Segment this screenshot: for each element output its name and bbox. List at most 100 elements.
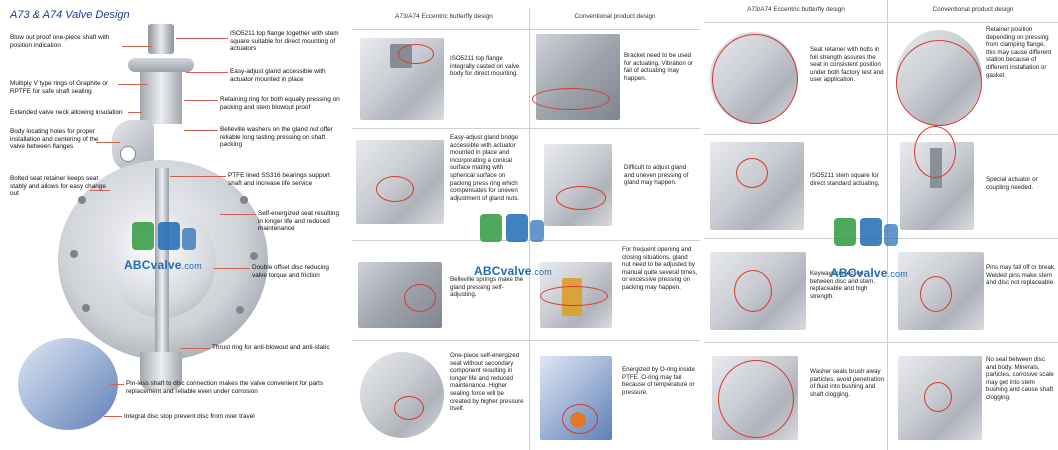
leader-line — [184, 130, 218, 131]
column-header-conventional: Conventional product design — [574, 13, 656, 20]
a73-text: ISO5211 stem square for direct standard … — [810, 172, 880, 187]
photo-gland-conventional — [544, 144, 612, 226]
highlight-circle — [376, 176, 414, 202]
highlight-circle — [734, 270, 772, 312]
watermark-brand: ABCvalve — [124, 258, 182, 272]
leader-line — [122, 46, 152, 47]
leader-line — [118, 84, 148, 85]
label-belleville: Belleville washers on the gland nut offe… — [220, 126, 333, 149]
highlight-circle — [896, 40, 982, 126]
highlight-circle — [736, 158, 768, 188]
bolt — [70, 250, 78, 258]
leader-line — [128, 112, 142, 113]
stem-top — [148, 24, 174, 54]
conv-text: No seal between disc and body. Minerals,… — [986, 356, 1054, 401]
label-shaft: Blow out proof one-piece shaft with posi… — [10, 34, 110, 49]
panel-title: A73 & A74 Valve Design — [10, 9, 130, 21]
divider — [704, 134, 1058, 135]
valve-neck — [140, 72, 182, 124]
label-disc-stop: Integral disc stop prevent disc from ove… — [124, 413, 255, 420]
conv-text: Bracket need to be used for actuating. V… — [624, 52, 694, 82]
abcvalve-logo-icon — [132, 222, 196, 250]
lower-neck — [140, 352, 182, 390]
column-header-a73: A73/A74 Eccentric butterfly design — [395, 13, 493, 20]
leader-line — [90, 190, 110, 191]
watermark-suffix: .com — [181, 261, 202, 271]
highlight-circle — [712, 34, 798, 124]
leader-line — [180, 348, 210, 349]
label-seat: Self-energized seat resulting in longer … — [258, 210, 339, 233]
column-header-conventional: Conventional product design — [932, 6, 1014, 13]
conv-text: Special actuator or coupling needed. — [986, 176, 1038, 191]
label-gland: Easy-adjust gland accessible with actuat… — [230, 68, 326, 83]
bolt — [78, 196, 86, 204]
seat-cutaway-inset — [18, 338, 118, 430]
conv-text: Retainer position depending on pressing … — [986, 26, 1052, 79]
bolt — [82, 304, 90, 312]
a73-text: Belleville springs make the gland pressi… — [450, 276, 524, 299]
abcvalve-logo-icon — [480, 214, 544, 242]
highlight-circle — [556, 186, 606, 210]
column-header-a73: A73/A74 Eccentric butterfly design — [747, 6, 845, 13]
highlight-circle — [394, 396, 424, 420]
leader-line — [220, 214, 256, 215]
label-v-rings: Multiply V type rings of Graphite or RPT… — [10, 80, 109, 95]
a73-text: Keyway connection between disc and stem,… — [810, 270, 876, 300]
label-pinless: Pin-less shaft to disc connection makes … — [126, 380, 324, 395]
highlight-circle — [718, 360, 794, 438]
highlight-circle — [398, 44, 434, 64]
label-bearings: PTFE lined SS316 bearings support shaft … — [228, 172, 330, 187]
divider — [704, 342, 1058, 343]
highlight-circle — [540, 286, 608, 306]
bolt — [236, 306, 244, 314]
locating-hole — [120, 146, 136, 162]
a73-text: Seat retainer with bolts in full strengt… — [810, 46, 884, 84]
conv-text: Pins may fall off or break. Welded pins … — [986, 264, 1056, 287]
divider — [352, 340, 700, 341]
top-flange — [128, 58, 194, 72]
a73-text: One-piece self-energized seat without se… — [450, 352, 524, 413]
abcvalve-watermark: ABCvalve.com — [824, 214, 908, 280]
label-neck: Extended valve neck allowing insulation — [10, 109, 123, 116]
abcvalve-watermark: ABCvalve.com — [122, 218, 206, 272]
leader-line — [184, 100, 218, 101]
a73-text: Washer seals brush away particles, avoid… — [810, 368, 884, 398]
divider — [704, 22, 1058, 23]
label-retaining-ring: Retaining ring for both equally pressing… — [220, 96, 340, 111]
leader-line — [96, 142, 120, 143]
leader-line — [104, 416, 122, 417]
leader-line — [186, 72, 228, 73]
leader-line — [214, 268, 250, 269]
a73-text: ISO5211 top flange integrally casted on … — [450, 55, 520, 78]
divider — [352, 29, 700, 30]
leader-line — [176, 38, 228, 39]
bolt — [250, 252, 258, 260]
highlight-circle — [924, 382, 952, 412]
a73-text: Easy-adjust gland bridge accessible with… — [450, 134, 520, 202]
bolt — [240, 196, 248, 204]
label-seat-retainer: Bolted seat retainer keeps seat stably a… — [10, 175, 106, 198]
highlight-circle — [532, 88, 610, 110]
highlight-circle — [562, 404, 598, 434]
abcvalve-logo-icon — [834, 218, 898, 246]
watermark-brand: ABCvalve — [830, 266, 888, 280]
divider — [529, 8, 530, 450]
conv-text: Difficult to adjust gland and uneven pre… — [624, 164, 689, 187]
highlight-circle — [404, 284, 436, 312]
divider — [352, 128, 700, 129]
conv-text: For frequent opening and closing situati… — [622, 246, 698, 291]
watermark-suffix: .com — [531, 267, 552, 277]
highlight-circle — [920, 276, 952, 312]
photo-seat — [360, 352, 444, 438]
label-locating-holes: Body locating holes for proper installat… — [10, 128, 99, 151]
leader-line — [170, 176, 226, 177]
label-double-offset: Double offset disc reducing valve torque… — [252, 264, 329, 279]
leader-line — [110, 384, 124, 385]
label-top-flange: ISO5211 top flange together with stem sq… — [230, 30, 339, 53]
watermark-brand: ABCvalve — [474, 264, 532, 278]
watermark-suffix: .com — [887, 269, 908, 279]
label-thrust-ring: Thrust ring for anti-blowout and anti-st… — [212, 344, 330, 351]
conv-text: Energized by O-ring inside PTFE. O-ring … — [622, 366, 695, 396]
valve-shaft — [155, 168, 169, 368]
highlight-circle — [914, 126, 956, 178]
